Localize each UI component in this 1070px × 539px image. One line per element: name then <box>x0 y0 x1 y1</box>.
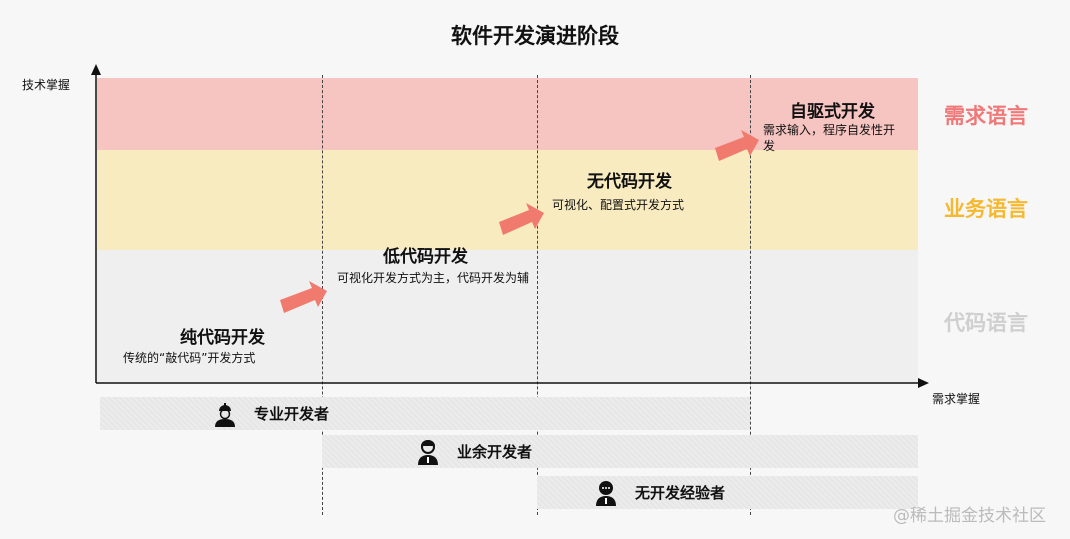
role-label: 专业开发者 <box>254 405 330 423</box>
y-axis-label: 技术掌握 <box>22 78 71 92</box>
language-requirement: 需求语言 <box>944 104 1028 128</box>
role-amateur: 业余开发者 <box>322 435 918 468</box>
role-no-experience: 无开发经验者 <box>537 476 918 509</box>
x-axis-label: 需求掌握 <box>932 392 981 406</box>
person-icon <box>418 439 438 465</box>
band-code <box>97 250 918 383</box>
person-chat-icon <box>596 480 616 506</box>
stage-desc: 可视化开发方式为主，代码开发为辅 <box>337 271 530 285</box>
stage-desc: 传统的“敲代码”开发方式 <box>123 351 256 365</box>
role-label: 无开发经验者 <box>635 484 726 502</box>
divider-3 <box>750 75 751 515</box>
stage-title: 纯代码开发 <box>180 328 265 348</box>
stage-title: 自驱式开发 <box>790 102 875 122</box>
divider-2 <box>537 75 538 515</box>
role-label: 业余开发者 <box>457 443 533 461</box>
band-business <box>97 150 918 250</box>
x-axis-arrow-icon <box>918 378 929 388</box>
stage-title: 无代码开发 <box>587 172 672 192</box>
stage-title: 低代码开发 <box>383 247 468 267</box>
language-code: 代码语言 <box>944 311 1028 335</box>
stage-desc: 可视化、配置式开发方式 <box>552 198 685 212</box>
band-requirement <box>97 78 918 150</box>
arrow-icon <box>715 130 759 161</box>
arrow-icon <box>499 203 544 235</box>
worker-helmet-icon <box>215 402 235 427</box>
watermark: @稀土掘金技术社区 <box>893 506 1046 526</box>
arrow-icon <box>280 281 327 313</box>
role-professional: 专业开发者 <box>100 397 750 430</box>
stage-desc: 需求输入，程序自发性开发 <box>763 123 896 153</box>
progress-arrows <box>280 130 759 313</box>
y-axis-arrow-icon <box>91 64 101 75</box>
page-title: 软件开发演进阶段 <box>451 24 619 48</box>
language-business: 业务语言 <box>944 197 1028 221</box>
